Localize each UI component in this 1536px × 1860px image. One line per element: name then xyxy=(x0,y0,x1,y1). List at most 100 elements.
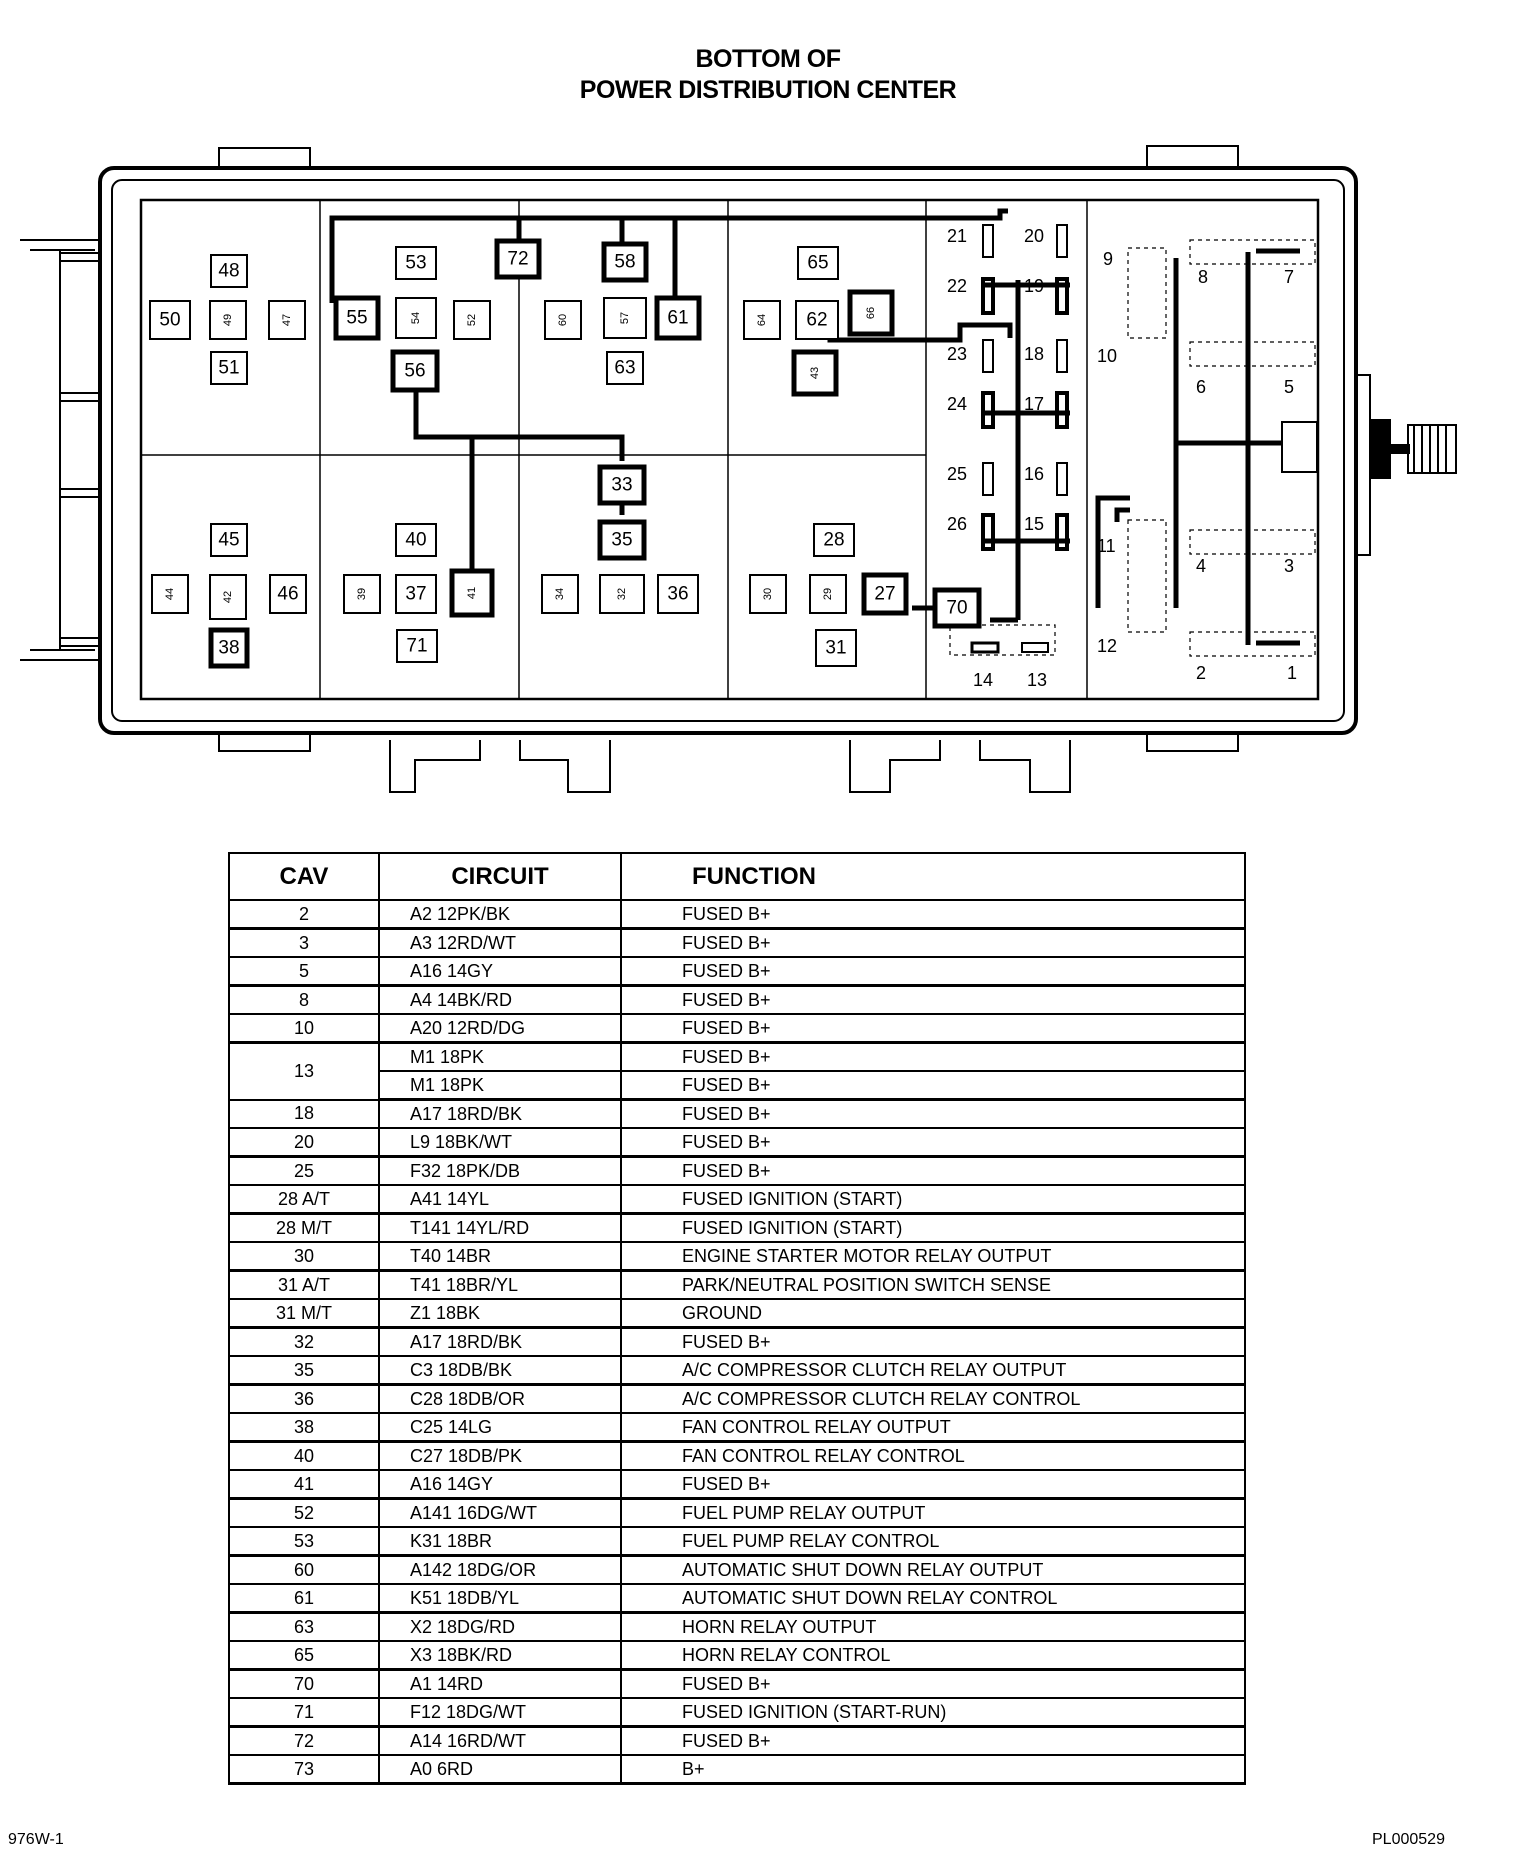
cavity-44: 44 xyxy=(151,574,189,614)
function-cell: FAN CONTROL RELAY OUTPUT xyxy=(620,1412,1246,1443)
cavity-label: 66 xyxy=(865,307,877,319)
function-cell: HORN RELAY OUTPUT xyxy=(620,1611,1246,1642)
cavity-40: 40 xyxy=(395,523,437,557)
cav-cell: 40 xyxy=(228,1440,380,1471)
function-cell: FUSED B+ xyxy=(620,1070,1246,1101)
title-line-2: POWER DISTRIBUTION CENTER xyxy=(579,76,957,104)
battery-stud-icon xyxy=(1371,419,1457,479)
fuse-cavity-20: 20 xyxy=(1024,226,1044,246)
cavity-53: 53 xyxy=(395,246,437,280)
circuit-cell: A3 12RD/WT xyxy=(378,927,622,958)
cavity-39: 39 xyxy=(343,574,381,614)
cav-cell: 5 xyxy=(228,956,380,987)
cav-cell: 65 xyxy=(228,1640,380,1671)
fuse-cavity-14: 14 xyxy=(973,670,993,690)
circuit-cell: X3 18BK/RD xyxy=(378,1640,622,1671)
relay-cavity-3: 3 xyxy=(1284,556,1294,576)
cavity-label: 40 xyxy=(405,530,426,551)
circuit-cell: A1 14RD xyxy=(378,1668,622,1699)
document-code: PL000529 xyxy=(1372,1831,1445,1848)
cavity-31: 31 xyxy=(815,629,857,667)
header-function: FUNCTION xyxy=(620,852,1246,901)
cav-cell: 31 A/T xyxy=(228,1269,380,1300)
fuse-cavity-26: 26 xyxy=(947,514,967,534)
fuse-cavity-24: 24 xyxy=(947,394,967,414)
cavity-71: 71 xyxy=(396,629,438,663)
cavity-label: 61 xyxy=(667,308,688,329)
function-cell: AUTOMATIC SHUT DOWN RELAY OUTPUT xyxy=(620,1554,1246,1585)
fuse-blocks xyxy=(970,224,1069,654)
cavity-54: 54 xyxy=(395,297,437,339)
cavity-label: 31 xyxy=(825,638,846,659)
cav-cell: 2 xyxy=(228,899,380,930)
table-header-row: CAV CIRCUIT FUNCTION xyxy=(228,852,1246,901)
cavity-38: 38 xyxy=(208,627,250,669)
relay-cavity-1: 1 xyxy=(1287,663,1297,683)
cavity-label: 54 xyxy=(410,312,422,324)
header-circuit: CIRCUIT xyxy=(378,852,622,901)
fuse-cavity-25: 25 xyxy=(947,464,967,484)
mounting-tabs xyxy=(20,145,1371,793)
cavity-label: 33 xyxy=(611,475,632,496)
cavity-label: 36 xyxy=(667,584,688,605)
circuit-cell: A16 14GY xyxy=(378,1469,622,1500)
cavity-43: 43 xyxy=(791,349,839,397)
circuit-cell: X2 18DG/RD xyxy=(378,1611,622,1642)
diagram-title: BOTTOM OF POWER DISTRIBUTION CENTER xyxy=(0,44,1536,106)
housing-outline xyxy=(98,166,1358,735)
circuit-cell: A142 18DG/OR xyxy=(378,1554,622,1585)
cavity-32: 32 xyxy=(599,574,645,614)
cavity-56: 56 xyxy=(390,349,440,393)
circuit-cell: T41 18BR/YL xyxy=(378,1269,622,1300)
cavity-64: 64 xyxy=(743,300,781,340)
cav-cell: 73 xyxy=(228,1754,380,1785)
relay-cavity-7: 7 xyxy=(1284,267,1294,287)
cav-cell: 53 xyxy=(228,1526,380,1557)
cavity-label: 39 xyxy=(356,588,368,600)
function-cell: FUSED B+ xyxy=(620,1127,1246,1158)
cavity-label: 29 xyxy=(822,588,834,600)
cavity-label: 60 xyxy=(557,314,569,326)
cavity-label: 37 xyxy=(405,584,426,605)
function-cell: FUSED B+ xyxy=(620,1013,1246,1044)
function-cell: FUEL PUMP RELAY CONTROL xyxy=(620,1526,1246,1557)
cavity-47: 47 xyxy=(268,300,306,340)
cav-cell: 63 xyxy=(228,1611,380,1642)
fuse-cavity-15: 15 xyxy=(1024,514,1044,534)
cavity-72: 72 xyxy=(494,238,542,280)
cavity-65: 65 xyxy=(797,246,839,280)
cav-cell: 41 xyxy=(228,1469,380,1500)
cavity-61: 61 xyxy=(654,295,702,341)
relay-cavity-5: 5 xyxy=(1284,377,1294,397)
function-cell: FUSED B+ xyxy=(620,984,1246,1015)
relay-cavity-4: 4 xyxy=(1196,556,1206,576)
cavity-34: 34 xyxy=(541,574,579,614)
cav-cell: 8 xyxy=(228,984,380,1015)
cavity-label: 51 xyxy=(218,358,239,379)
relay-cavity-6: 6 xyxy=(1196,377,1206,397)
fuse-cavity-21: 21 xyxy=(947,226,967,246)
relay-cavity-10: 10 xyxy=(1097,346,1117,366)
cavity-label: 45 xyxy=(218,530,239,551)
cavity-45: 45 xyxy=(210,523,248,557)
cavity-27: 27 xyxy=(861,572,909,616)
cav-cell: 72 xyxy=(228,1725,380,1756)
circuit-cell: C27 18DB/PK xyxy=(378,1440,622,1471)
